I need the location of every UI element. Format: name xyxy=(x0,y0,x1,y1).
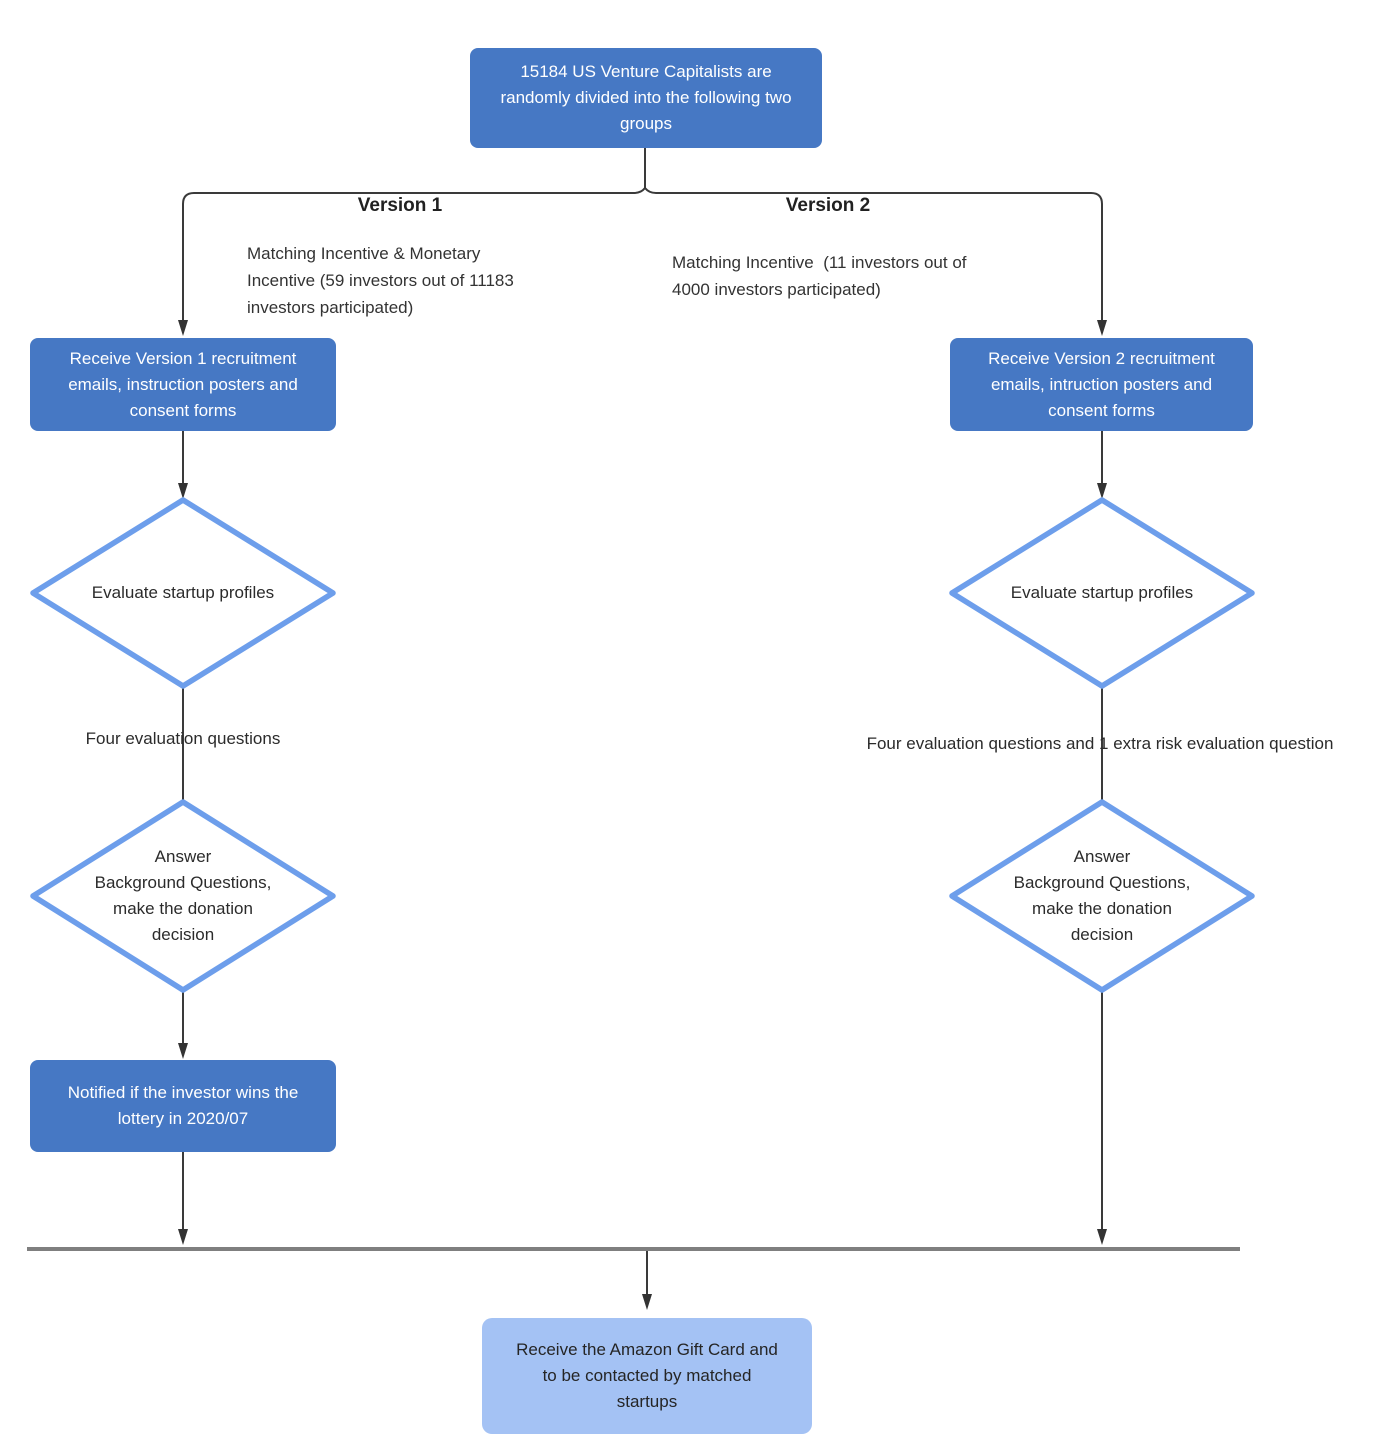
root-node: 15184 US Venture Capitalists are randoml… xyxy=(470,48,822,148)
arrowheads xyxy=(178,320,1107,1310)
arrowhead-v1-receive xyxy=(178,320,188,336)
evaluate-text-version-2: Evaluate startup profiles xyxy=(1010,583,1194,602)
evaluate-diamond-label-version-1: Evaluate startup profiles xyxy=(33,500,333,686)
receive-node-version-1-label: Receive Version 1 recruitment emails, in… xyxy=(68,348,298,420)
receive-node-version-2-label: Receive Version 2 recruitment emails, in… xyxy=(988,348,1215,420)
final-node: Receive the Amazon Gift Card and to be c… xyxy=(482,1318,812,1434)
arrowhead-v1-bar xyxy=(178,1229,188,1245)
questions-label-version-2: Four evaluation questions and 1 extra ri… xyxy=(866,734,1334,753)
arrowhead-v2-eval xyxy=(1097,483,1107,499)
decision-diamonds xyxy=(30,497,1255,993)
answer-diamond-label-version-1: Answer Background Questions, make the do… xyxy=(33,802,333,990)
branch-title-version-2: Version 2 xyxy=(785,195,871,216)
diamond-answer-v1 xyxy=(30,799,336,993)
questions-label-version-1: Four evaluation questions xyxy=(85,729,281,748)
arrowhead-v2-receive xyxy=(1097,320,1107,336)
connector-branch-split xyxy=(182,186,1103,205)
answer-diamond-label-version-2: Answer Background Questions, make the do… xyxy=(952,802,1252,990)
connector-lines xyxy=(182,148,1103,1295)
diamond-evaluate-v1 xyxy=(30,497,336,689)
final-node-label: Receive the Amazon Gift Card and to be c… xyxy=(516,1340,778,1411)
branch-description-version-1: Matching Incentive & Monetary Incentive … xyxy=(247,244,519,317)
branch-description-version-2: Matching Incentive (11 investors out of … xyxy=(672,253,972,299)
answer-text-version-2: Answer Background Questions, make the do… xyxy=(1013,847,1191,944)
arrowhead-v1-eval xyxy=(178,483,188,499)
notified-node: Notified if the investor wins the lotter… xyxy=(30,1060,336,1152)
diamond-evaluate-v2 xyxy=(949,497,1255,689)
arrowhead-v1-notified xyxy=(178,1043,188,1059)
diamond-answer-v2 xyxy=(949,799,1255,993)
evaluate-diamond-label-version-2: Evaluate startup profiles xyxy=(952,500,1252,686)
arrowhead-final xyxy=(642,1294,652,1310)
receive-node-version-2: Receive Version 2 recruitment emails, in… xyxy=(950,338,1253,431)
answer-text-version-1: Answer Background Questions, make the do… xyxy=(94,847,272,944)
branch-title-version-1: Version 1 xyxy=(357,195,443,216)
root-node-label: 15184 US Venture Capitalists are randoml… xyxy=(500,62,792,133)
receive-node-version-1: Receive Version 1 recruitment emails, in… xyxy=(30,338,336,431)
evaluate-text-version-1: Evaluate startup profiles xyxy=(91,583,275,602)
notified-node-label: Notified if the investor wins the lotter… xyxy=(67,1083,299,1128)
arrowhead-v2-bar xyxy=(1097,1229,1107,1245)
